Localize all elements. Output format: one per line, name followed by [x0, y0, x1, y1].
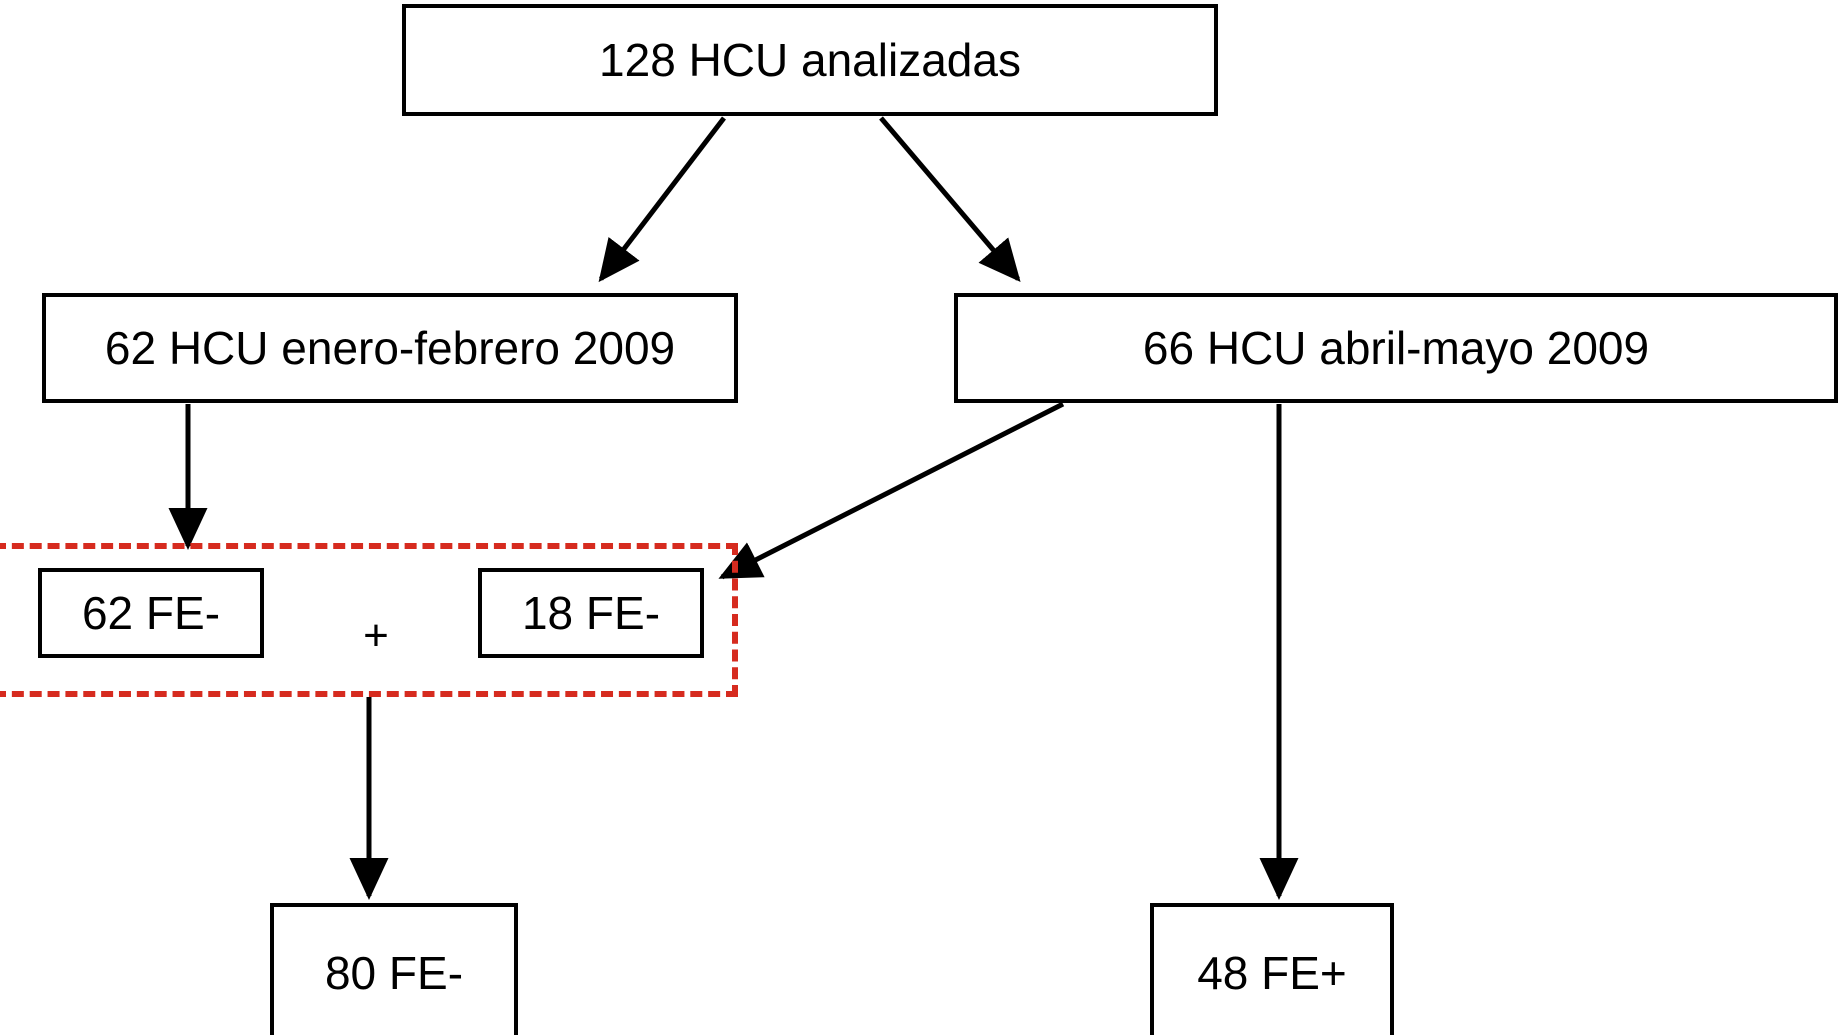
- dashed-group-fe-negativo: [0, 543, 738, 697]
- edge-root-to-enero: [598, 116, 726, 283]
- node-fe-minus-80: 80 FE-: [270, 903, 518, 1035]
- edge-abril-to-fe18: [718, 401, 1065, 580]
- node-fe-plus-48: 48 FE+: [1150, 903, 1394, 1035]
- node-hcu-enero-febrero: 62 HCU enero-febrero 2009: [42, 293, 738, 403]
- edge-root-to-abril: [879, 116, 1021, 283]
- node-fe-minus-62: 62 FE-: [38, 568, 264, 658]
- node-fe-minus-18: 18 FE-: [478, 568, 704, 658]
- node-hcu-abril-mayo: 66 HCU abril-mayo 2009: [954, 293, 1838, 403]
- node-total-hcu: 128 HCU analizadas: [402, 4, 1218, 116]
- plus-operator: +: [363, 611, 389, 660]
